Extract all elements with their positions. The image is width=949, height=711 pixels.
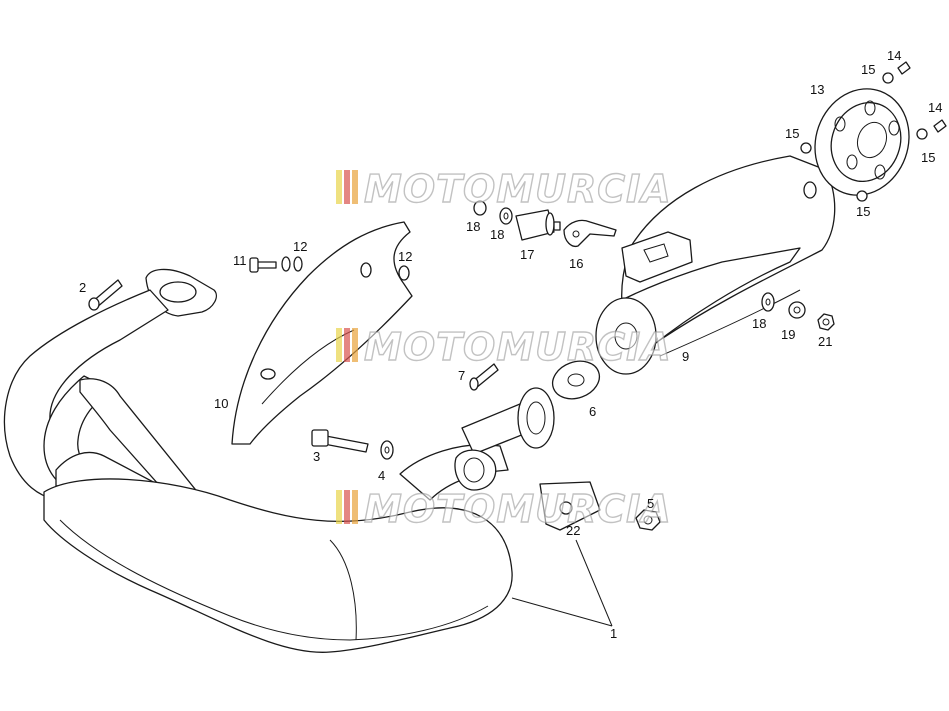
label-part-12a: 12 [293, 239, 307, 254]
label-part-5: 5 [647, 496, 654, 511]
screw-part-14b [933, 119, 947, 133]
label-part-16: 16 [569, 256, 583, 271]
label-part-21: 21 [818, 334, 832, 349]
label-part-18a: 18 [466, 219, 480, 234]
watermark-stripe [336, 170, 342, 204]
washer-part-18c [761, 292, 775, 312]
label-part-10: 10 [214, 396, 228, 411]
watermark-middle: MOTOMURCIA [336, 324, 672, 370]
label-part-11: 11 [233, 253, 247, 268]
watermark-text: MOTOMURCIA [364, 167, 672, 211]
label-part-14a: 14 [887, 48, 901, 63]
bolt-part-7 [469, 363, 499, 391]
screw-part-11 [249, 257, 277, 273]
label-part-15c: 15 [921, 150, 935, 165]
watermark-bottom: MOTOMURCIA [336, 486, 672, 532]
part-labels: 1 2 3 4 5 6 7 9 10 11 12 12 13 14 14 15 … [79, 48, 942, 641]
nut-part-5 [635, 509, 661, 531]
nut-part-21 [817, 313, 835, 331]
bolt-part-2 [88, 279, 123, 311]
washer-part-15a [882, 72, 894, 84]
label-part-22: 22 [566, 523, 580, 538]
label-part-15b: 15 [785, 126, 799, 141]
label-part-1: 1 [610, 626, 617, 641]
exhaust-pipe-part-1 [3, 268, 601, 653]
label-part-18b: 18 [490, 227, 504, 242]
watermark-top: MOTOMURCIA [336, 166, 672, 212]
rubber-mount-part-17 [515, 209, 561, 241]
gasket-part-6 [551, 360, 601, 400]
label-part-17: 17 [520, 247, 534, 262]
washer-part-15c [916, 128, 928, 140]
washer-part-19 [788, 301, 806, 319]
washer-part-18b [499, 207, 513, 225]
washer-part-4 [380, 440, 394, 460]
washer-part-12a [281, 256, 291, 272]
watermark-text: MOTOMURCIA [364, 487, 672, 531]
watermark-text: MOTOMURCIA [364, 325, 672, 369]
label-part-15d: 15 [856, 204, 870, 219]
end-cap-part-13 [814, 88, 910, 196]
bolt-part-3 [311, 429, 369, 453]
hardware-parts [88, 61, 947, 531]
label-part-7: 7 [458, 368, 465, 383]
washer-part-18a [473, 200, 487, 216]
washer-part-12b [293, 256, 303, 272]
label-part-9: 9 [682, 349, 689, 364]
label-part-3: 3 [313, 449, 320, 464]
label-part-6: 6 [589, 404, 596, 419]
label-part-15a: 15 [861, 62, 875, 77]
label-part-14b: 14 [928, 100, 942, 115]
silencer-part-9 [595, 155, 836, 375]
leader-lines [511, 539, 613, 627]
label-part-2: 2 [79, 280, 86, 295]
label-part-19: 19 [781, 327, 795, 342]
label-part-13: 13 [810, 82, 824, 97]
screw-part-14a [897, 61, 911, 75]
bracket-part-16 [563, 219, 617, 248]
label-part-18c: 18 [752, 316, 766, 331]
heat-shield-part-10 [231, 221, 413, 445]
washer-part-12c [398, 265, 410, 281]
label-part-4: 4 [378, 468, 385, 483]
washer-part-15b [800, 142, 812, 154]
label-part-12b: 12 [398, 249, 412, 264]
washer-part-15d [856, 190, 868, 202]
